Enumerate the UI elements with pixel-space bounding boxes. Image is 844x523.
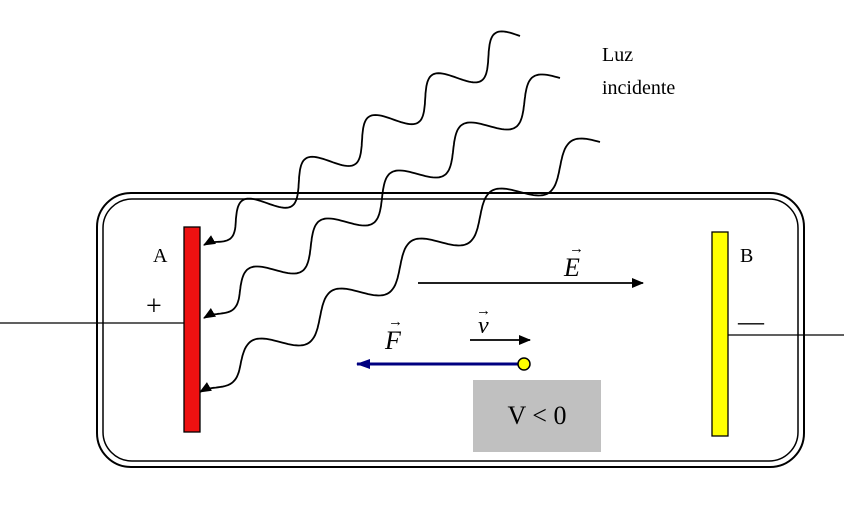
plate-b-sign: — bbox=[737, 307, 765, 336]
plate-a-sign: + bbox=[146, 291, 162, 322]
field-label: E bbox=[563, 253, 580, 282]
voltage-label: V < 0 bbox=[508, 401, 567, 430]
light-label-line1: Luz bbox=[602, 44, 633, 66]
velocity-label: v bbox=[478, 313, 489, 339]
force-label: F bbox=[384, 326, 402, 355]
light-label-line2: incidente bbox=[602, 77, 675, 99]
plate-a-label: A bbox=[153, 245, 168, 267]
electron bbox=[517, 357, 531, 371]
light-wave-3 bbox=[199, 137, 601, 393]
plate-b-label: B bbox=[740, 245, 753, 267]
plate-b bbox=[711, 231, 729, 437]
voltage-box bbox=[473, 380, 601, 452]
tube-inner bbox=[102, 198, 799, 462]
plate-a bbox=[183, 226, 201, 433]
force-vector-mark: → bbox=[388, 314, 403, 330]
field-vector-mark: → bbox=[569, 241, 584, 257]
light-wave-2 bbox=[203, 73, 561, 319]
velocity-vector-mark: → bbox=[476, 303, 491, 319]
tube-outer bbox=[96, 192, 805, 468]
light-wave-1 bbox=[203, 30, 521, 246]
